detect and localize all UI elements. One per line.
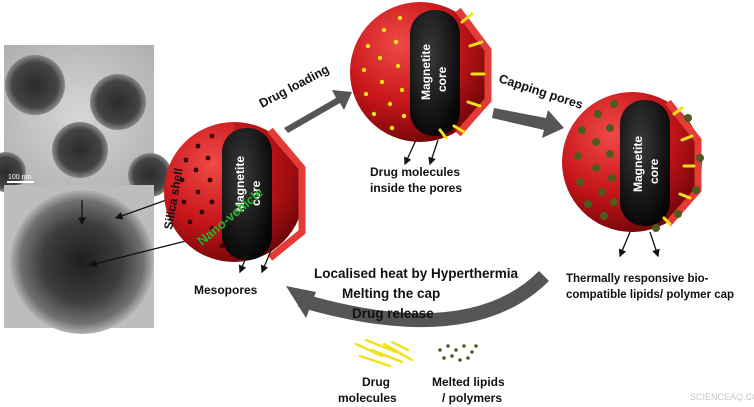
cap-pointer xyxy=(649,231,660,258)
drug-loading-label: Drug loading xyxy=(257,62,332,111)
magnetite-core xyxy=(620,100,670,226)
capping-pores-label: Capping pores xyxy=(497,72,585,112)
core-label-line-2: core xyxy=(647,158,661,184)
drug-rods-icon xyxy=(354,338,414,368)
mesopores-dots xyxy=(179,133,225,249)
core-label-line-2: core xyxy=(435,66,449,92)
mesopore-pointer xyxy=(260,247,273,274)
magnetite-core xyxy=(222,128,272,260)
release-curve-arrow xyxy=(298,270,549,328)
lipid-cap-dots xyxy=(574,100,704,232)
shell-pointer-arrow xyxy=(114,197,173,220)
legend-drug-line-2: molecules xyxy=(338,391,397,405)
core-label-line-1: Magnetite xyxy=(233,156,247,212)
capped-sphere: Magnetite core xyxy=(562,92,704,232)
legend-lipids-line-1: Melted lipids xyxy=(432,375,505,389)
drug-molecule-dots xyxy=(361,15,407,131)
mesopores-label: Mesopores xyxy=(194,283,258,297)
lipid-dots-icon xyxy=(438,344,478,362)
shell-edge xyxy=(455,7,492,137)
core-label-line-1: Magnetite xyxy=(419,44,433,100)
drug-molecules-inside-line-1: Drug molecules xyxy=(370,165,460,179)
magnetite-core xyxy=(410,10,460,136)
nano-vehicle-sphere: Silica shell Magnetite core Nano-vehicle xyxy=(161,122,306,262)
mesopore-pointer xyxy=(238,247,251,274)
release-step-1: Localised heat by Hyperthermia xyxy=(314,266,519,281)
tem-particle xyxy=(52,122,108,178)
legend-melted-lipids: Melted lipids / polymers xyxy=(432,344,505,405)
legend-drug-molecules: Drug molecules xyxy=(338,338,414,405)
core-label-line-2: core xyxy=(249,180,263,206)
tem-micrograph-panel: 100 nm xyxy=(0,45,172,334)
core-pointer-arrow xyxy=(88,239,191,268)
cap-pointer xyxy=(618,231,631,258)
drug-molecule-rods xyxy=(438,12,486,140)
release-step-3: Drug release xyxy=(352,306,434,321)
drug-molecule-rods xyxy=(662,106,696,226)
shell-edge xyxy=(665,99,702,227)
release-step-2: Melting the cap xyxy=(342,286,440,301)
core-label-line-1: Magnetite xyxy=(631,136,645,192)
drug-molecules-inside-line-2: inside the pores xyxy=(370,181,462,195)
tem-particle xyxy=(90,74,146,130)
legend-lipids-line-2: / polymers xyxy=(442,391,502,405)
scale-bar-label: 100 nm xyxy=(8,174,32,181)
tem-large-particle xyxy=(10,190,154,334)
tem-particle xyxy=(5,55,65,115)
release-arrow-head xyxy=(286,286,316,318)
legend-drug-line-1: Drug xyxy=(362,375,390,389)
drug-pointer xyxy=(428,139,439,166)
watermark: SCIENCEAQ.COM xyxy=(690,392,754,402)
thermally-responsive-line-2: compatible lipids/ polymer cap xyxy=(566,289,734,301)
drug-pointer xyxy=(404,139,417,166)
loaded-sphere: Magnetite core xyxy=(350,2,492,142)
shell-edge xyxy=(267,127,306,261)
drug-loading-arrow xyxy=(284,90,352,133)
capping-pores-arrow xyxy=(492,108,564,138)
thermally-responsive-line-1: Thermally responsive bio- xyxy=(566,273,709,285)
